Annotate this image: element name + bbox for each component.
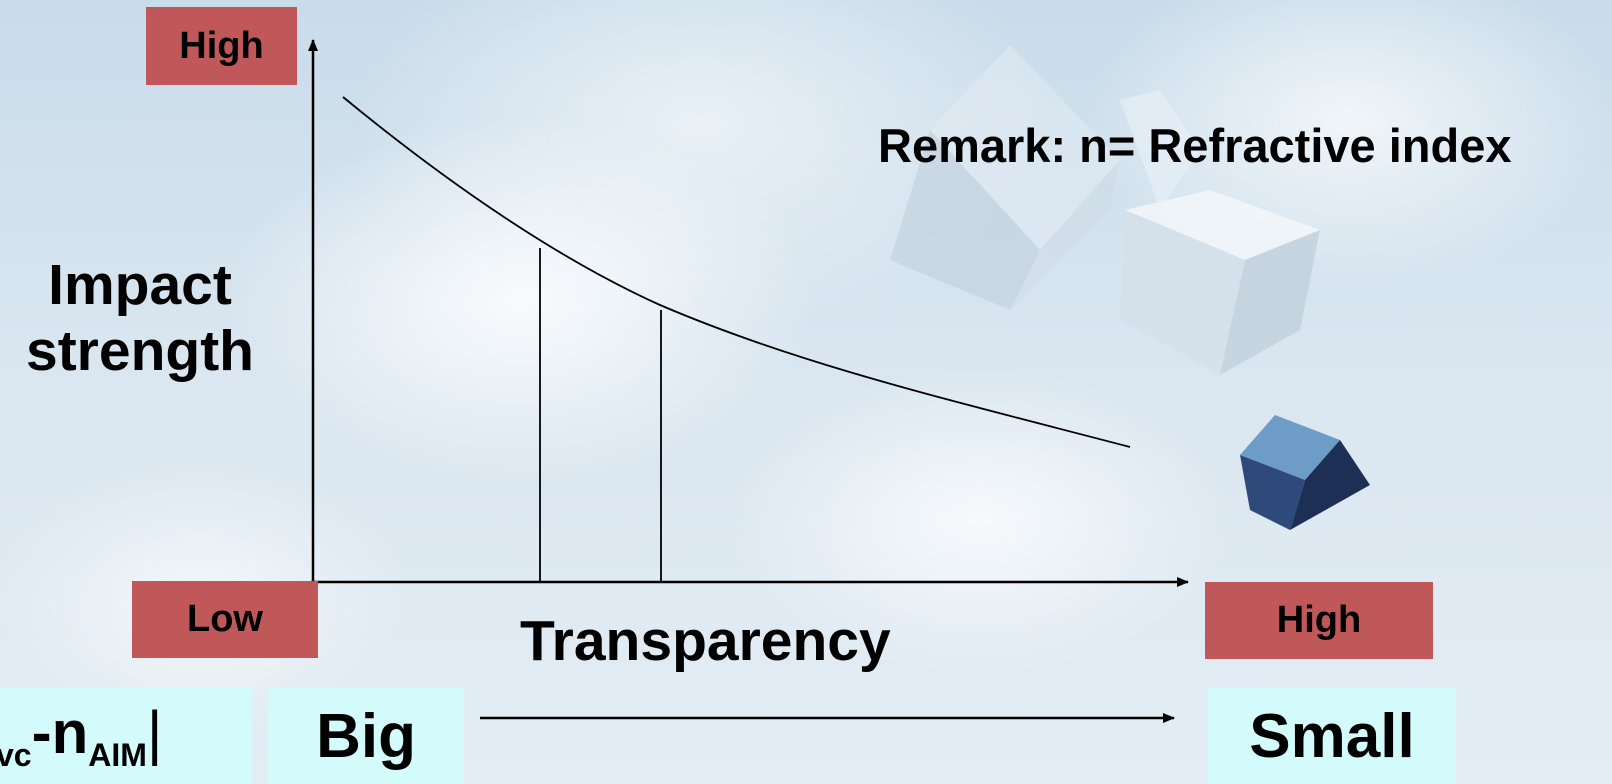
y-axis-title-line2: strength [26, 319, 254, 383]
impact-transparency-curve [342, 96, 1131, 448]
refractive-difference-box: vc-nAIM| [0, 688, 252, 784]
remark-text: Remark: n= Refractive index [878, 119, 1512, 172]
x-axis-low-label: Low [132, 581, 318, 658]
big-label-box: Big [268, 688, 464, 784]
refractive-sub-pvc: vc [0, 737, 32, 773]
refractive-sub-aim: AIM [88, 737, 147, 773]
y-axis-title: Impact strength [0, 252, 280, 384]
y-axis-high-label: High [146, 7, 297, 85]
refractive-main: -n [31, 699, 89, 766]
x-axis-high-label: High [1205, 582, 1433, 659]
x-axis-title: Transparency [520, 609, 891, 673]
y-axis-title-line1: Impact [48, 253, 232, 317]
refractive-suffix: | [146, 699, 163, 766]
small-label-box: Small [1208, 688, 1456, 784]
